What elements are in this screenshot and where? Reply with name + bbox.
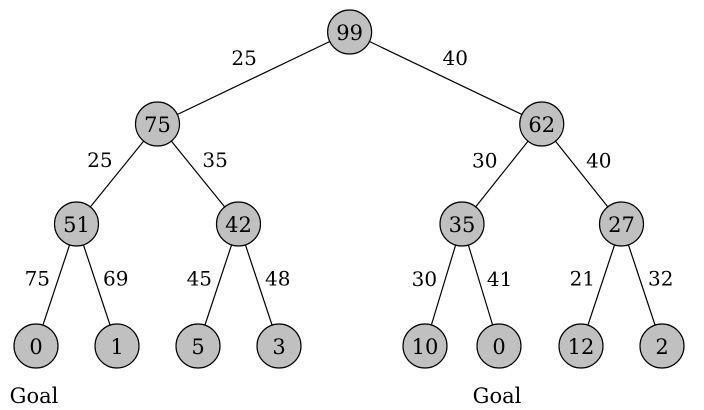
tree-node: 0 bbox=[13, 323, 59, 369]
node-circle bbox=[175, 323, 221, 369]
goal-label: Goal bbox=[473, 384, 522, 408]
tree-node: 1 bbox=[94, 323, 140, 369]
tree-node: 62 bbox=[519, 101, 565, 147]
node-value: 42 bbox=[225, 213, 252, 237]
edge-weight-label: 30 bbox=[472, 148, 497, 172]
node-value: 2 bbox=[655, 335, 668, 359]
tree-node: 75 bbox=[134, 101, 181, 147]
tree-node: 10 bbox=[402, 323, 448, 369]
edge-weight-label: 30 bbox=[412, 267, 437, 291]
edge-weight-label: 75 bbox=[25, 267, 50, 291]
tree-node: 12 bbox=[558, 323, 604, 369]
tree-node: 2 bbox=[639, 323, 685, 369]
tree-edge bbox=[157, 31, 350, 125]
node-circle bbox=[13, 323, 59, 369]
edge-weight-label: 21 bbox=[570, 267, 595, 291]
edge-weight-label: 48 bbox=[265, 267, 290, 291]
edge-weight-label: 40 bbox=[442, 46, 467, 70]
node-circle bbox=[598, 201, 645, 247]
edge-weight-label: 69 bbox=[103, 267, 128, 291]
node-value: 0 bbox=[29, 335, 42, 359]
tree-edges bbox=[35, 31, 663, 347]
node-circle bbox=[94, 323, 140, 369]
node-circle bbox=[134, 101, 181, 147]
node-circle bbox=[327, 9, 373, 55]
edge-weight-label: 32 bbox=[648, 267, 673, 291]
node-value: 99 bbox=[336, 21, 363, 45]
edge-weight-labels: 25 40 25 35 30 40 75 69 45 48 30 41 21 32 bbox=[25, 46, 674, 291]
edge-weight-label: 45 bbox=[187, 267, 212, 291]
tree-node: 35 bbox=[439, 201, 485, 247]
goal-labels: Goal Goal bbox=[10, 384, 522, 408]
edge-weight-label: 25 bbox=[231, 46, 256, 70]
tree-node: 51 bbox=[53, 201, 100, 247]
tree-node: 42 bbox=[215, 201, 262, 247]
node-value: 27 bbox=[608, 213, 635, 237]
node-circle bbox=[439, 201, 485, 247]
node-value: 10 bbox=[412, 335, 439, 359]
node-value: 62 bbox=[528, 113, 555, 137]
node-value: 5 bbox=[191, 335, 204, 359]
node-circle bbox=[215, 201, 262, 247]
tree-edge bbox=[349, 31, 543, 125]
node-value: 75 bbox=[144, 113, 171, 137]
node-circle bbox=[519, 101, 565, 147]
node-value: 3 bbox=[272, 335, 285, 359]
tree-nodes: 99 75 62 51 42 35 27 0 1 5 3 10 0 12 2 bbox=[13, 9, 685, 369]
node-circle bbox=[402, 323, 448, 369]
tree-node: 3 bbox=[256, 323, 302, 369]
edge-weight-label: 41 bbox=[487, 267, 512, 291]
tree-node: 5 bbox=[175, 323, 221, 369]
edge-weight-label: 25 bbox=[87, 148, 112, 172]
node-circle bbox=[53, 201, 100, 247]
node-value: 0 bbox=[492, 335, 505, 359]
node-value: 35 bbox=[449, 213, 476, 237]
goal-label: Goal bbox=[10, 384, 59, 408]
edge-weight-label: 35 bbox=[202, 148, 227, 172]
node-circle bbox=[256, 323, 302, 369]
node-value: 1 bbox=[110, 335, 123, 359]
node-value: 51 bbox=[63, 213, 90, 237]
node-circle bbox=[558, 323, 604, 369]
node-circle bbox=[476, 323, 522, 369]
tree-node: 27 bbox=[598, 201, 645, 247]
node-value: 12 bbox=[568, 335, 595, 359]
edge-weight-label: 40 bbox=[586, 148, 611, 172]
tree-node: 0 bbox=[476, 323, 522, 369]
node-circle bbox=[639, 323, 685, 369]
tree-node: 99 bbox=[327, 9, 373, 55]
